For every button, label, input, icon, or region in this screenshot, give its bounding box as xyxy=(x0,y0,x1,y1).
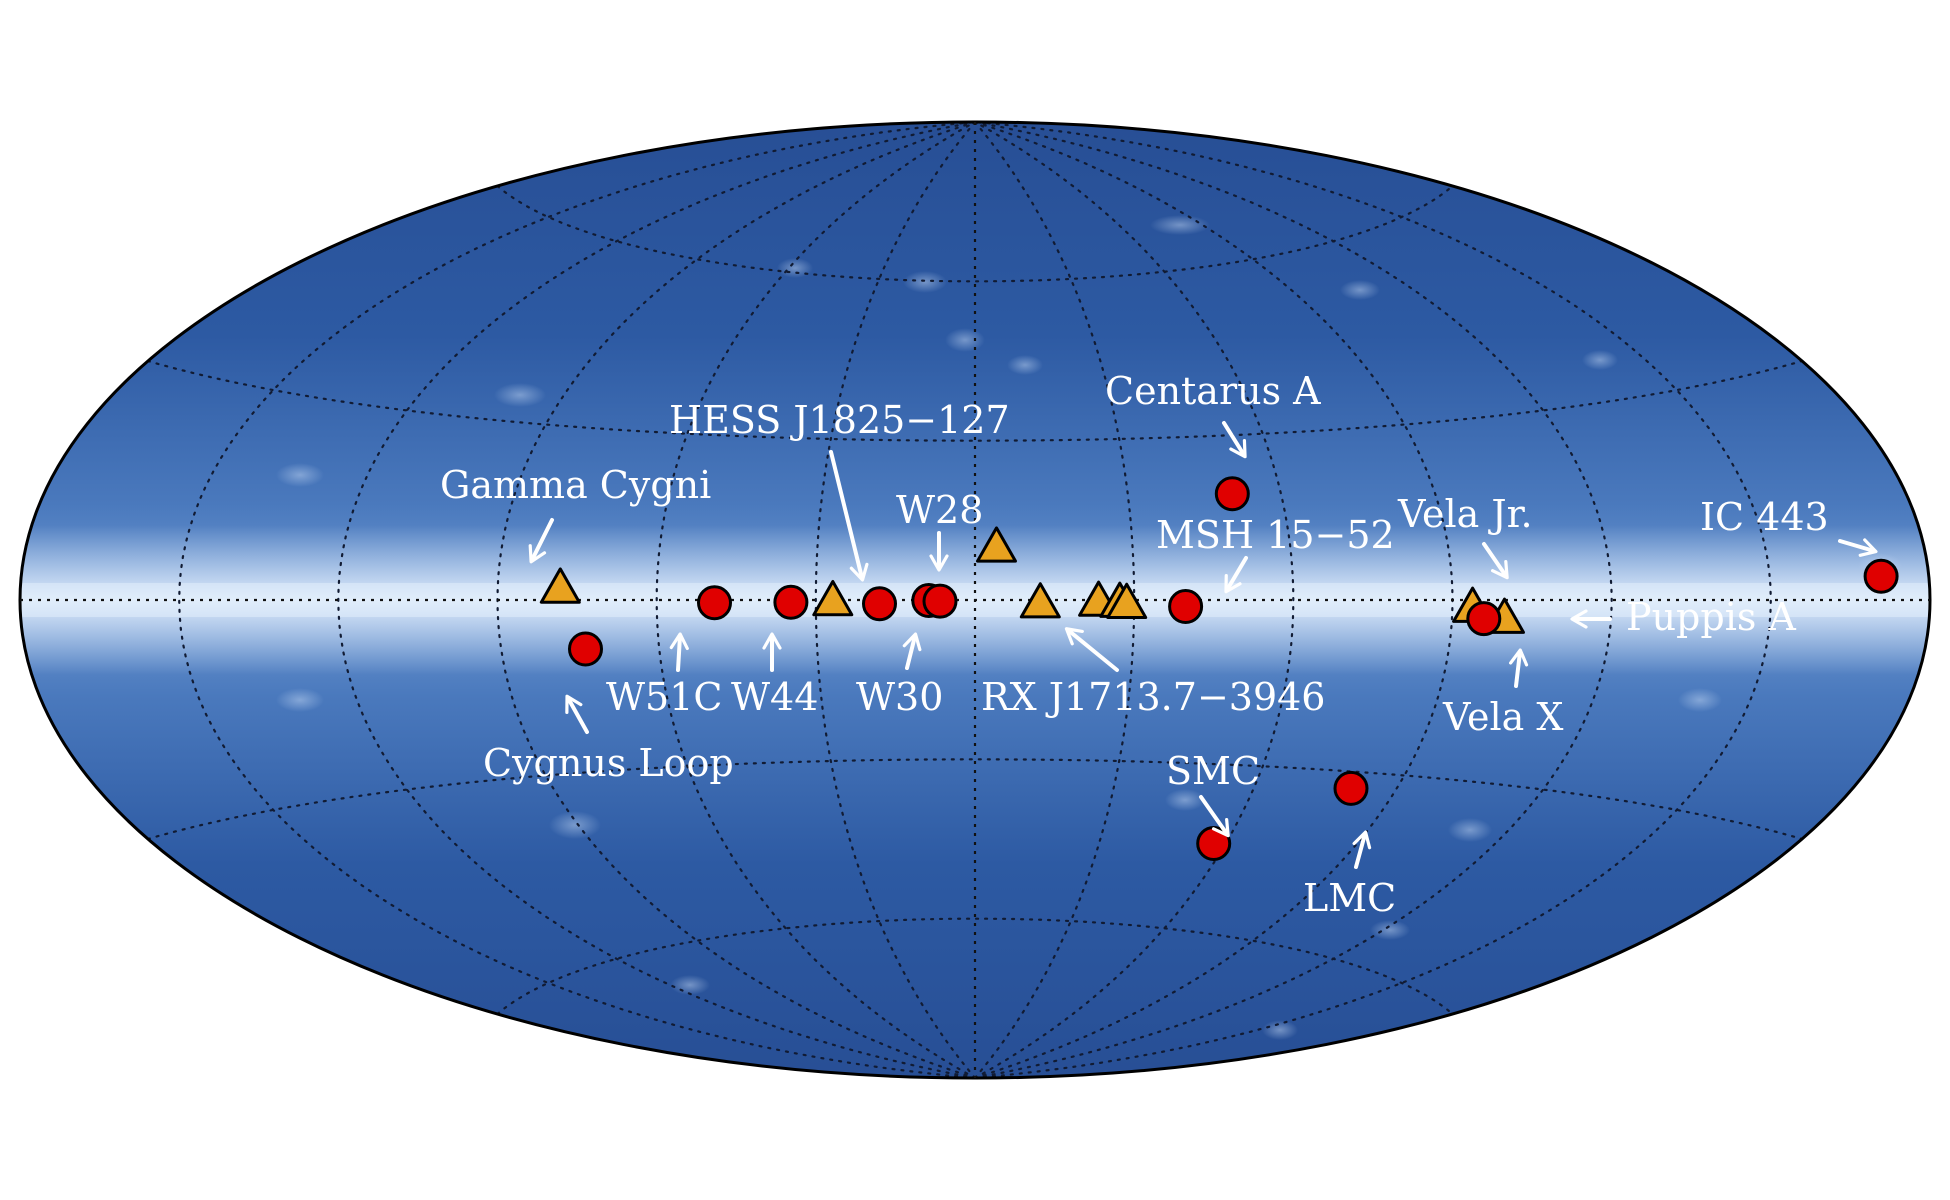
arrow-smc xyxy=(1199,795,1230,838)
label-puppis-a: Puppis A xyxy=(1626,595,1796,639)
graticule-meridian xyxy=(973,122,1295,1078)
marker-gamma-cygni-triangle xyxy=(539,567,581,604)
arrow-vela-x xyxy=(1509,648,1529,688)
marker-w44-circle xyxy=(773,584,809,620)
arrow-gamma-cygni xyxy=(528,518,554,564)
marker-tri-330-triangle xyxy=(1106,582,1148,619)
marker-tri-27-triangle xyxy=(812,580,854,617)
graticule-meridian xyxy=(973,122,1772,1078)
label-hess-j1825: HESS J1825−127 xyxy=(669,398,1010,442)
label-smc: SMC xyxy=(1166,749,1260,793)
marker-rx-j1713-triangle xyxy=(1019,582,1061,619)
label-w28: W28 xyxy=(896,488,983,532)
arrow-lmc xyxy=(1352,830,1372,869)
source-labels: Gamma Cygni Cygnus Loop W51C W44 HESS J1… xyxy=(440,369,1878,920)
graticule-meridian xyxy=(178,122,977,1078)
arrow-centaurus-a xyxy=(1222,421,1247,459)
arrow-rx-j1713 xyxy=(1064,627,1119,672)
marker-w51c-circle xyxy=(697,585,732,621)
arrow-vela-jr xyxy=(1482,542,1509,580)
graticule-meridian xyxy=(655,122,977,1078)
graticule-meridian xyxy=(337,122,977,1078)
label-vela-jr: Vela Jr. xyxy=(1397,492,1533,536)
marker-lmc-circle xyxy=(1333,770,1369,806)
graticule-meridian xyxy=(973,122,1613,1078)
marker-hess-j1825-circle xyxy=(862,586,897,622)
marker-cygnus-loop-circle xyxy=(568,631,603,667)
marker-w28-circle xyxy=(922,583,958,619)
label-gamma-cygni: Gamma Cygni xyxy=(440,463,711,507)
label-vela-x: Vela X xyxy=(1442,695,1563,739)
arrow-ic-443 xyxy=(1838,538,1878,557)
arrow-hess-j1825 xyxy=(829,450,869,582)
marker-centaurus-a-circle xyxy=(1214,476,1250,512)
label-rx-j1713: RX J1713.7−3946 xyxy=(981,675,1326,719)
arrow-w30 xyxy=(902,632,922,670)
label-w51c: W51C xyxy=(606,675,723,719)
marker-vela-x-circle xyxy=(1466,601,1502,637)
label-msh-15-52: MSH 15−52 xyxy=(1156,513,1395,557)
graticule-meridian xyxy=(814,122,977,1078)
label-centaurus-a: Centarus A xyxy=(1105,369,1321,413)
diffuse-blobs xyxy=(276,215,1902,1040)
label-cygnus-loop: Cygnus Loop xyxy=(483,741,734,785)
source-markers xyxy=(539,476,1899,861)
arrow-cygnus-loop xyxy=(565,694,589,734)
marker-msh-15-52-circle xyxy=(1168,589,1204,624)
arrow-msh-15-52 xyxy=(1224,556,1248,594)
label-w30: W30 xyxy=(856,675,943,719)
sky-outline xyxy=(18,120,1932,1080)
label-ic-443: IC 443 xyxy=(1700,495,1829,539)
label-w44: W44 xyxy=(731,675,818,719)
marker-ic-443-circle xyxy=(1863,558,1899,594)
label-lmc: LMC xyxy=(1303,876,1396,920)
arrow-w51c xyxy=(669,632,689,672)
marker-tri-355-triangle xyxy=(976,526,1017,563)
